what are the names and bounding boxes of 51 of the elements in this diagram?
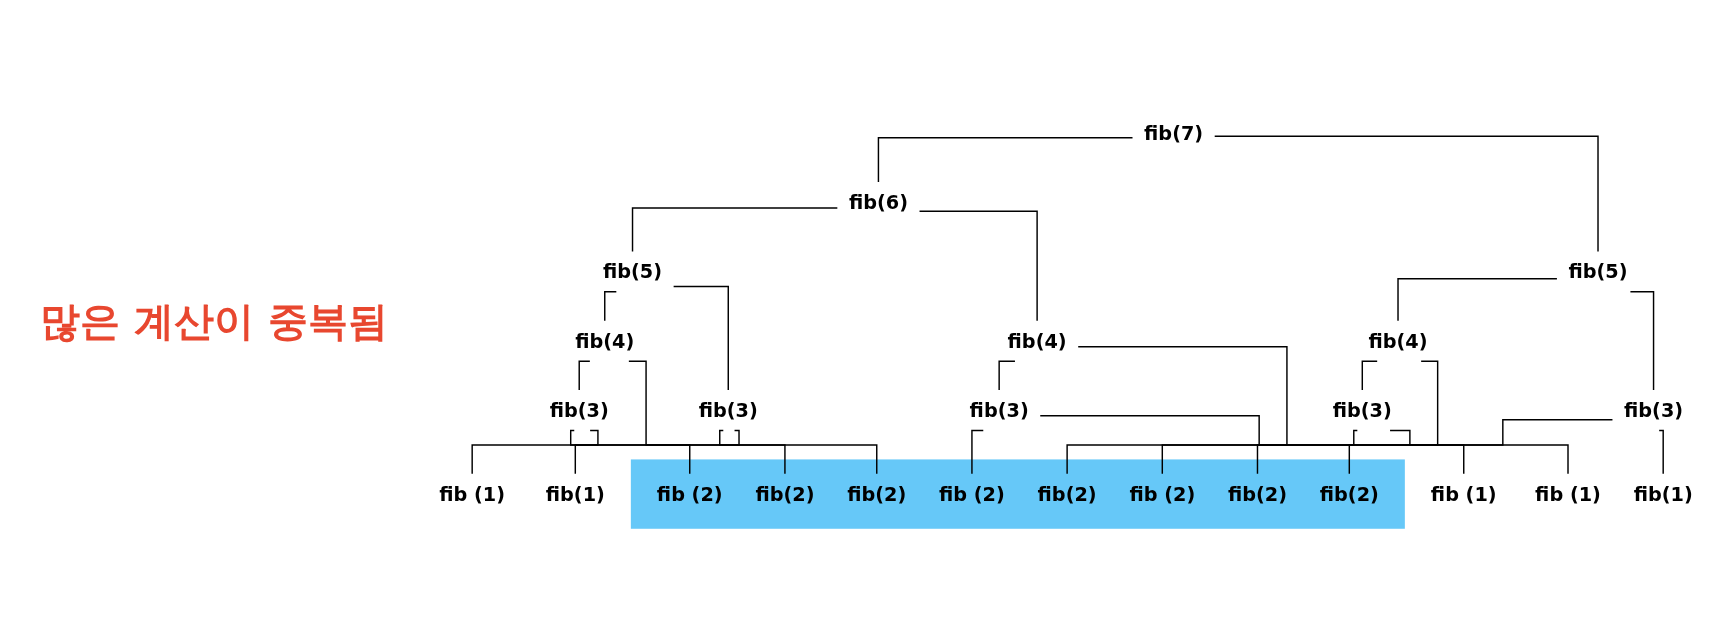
node-text: fib(2): [1319, 482, 1379, 506]
node-text: fib (1): [439, 482, 506, 506]
connector: [1629, 291, 1655, 392]
node-text: fib(2): [755, 482, 815, 506]
node-text: fib(1): [1633, 482, 1693, 506]
connector: [1161, 430, 1359, 475]
node-text: fib(2): [1037, 482, 1097, 506]
node-text: fib(2): [1227, 482, 1288, 506]
connector: [1389, 430, 1569, 475]
connector: [918, 210, 1038, 322]
node-text: fib (2): [656, 482, 723, 506]
node-text: fib(7): [1144, 121, 1204, 145]
connector: [628, 360, 786, 475]
node-text: fib (1): [1535, 482, 1601, 506]
connector: [1214, 135, 1599, 253]
connector: [1256, 360, 1439, 475]
node-text: fib(4): [575, 329, 635, 353]
node-text: fib(6): [848, 190, 908, 215]
connector: [1066, 346, 1288, 475]
connector: [578, 360, 591, 392]
node-text: fib(5): [1568, 260, 1628, 284]
connector: [604, 291, 618, 322]
connector: [570, 430, 691, 475]
connector: [1348, 419, 1614, 475]
note-text: 많은 계산이 중복됨: [40, 296, 388, 346]
connector: [998, 360, 1016, 392]
node-text: fib(3): [969, 399, 1029, 423]
node-text: fib(5): [602, 260, 663, 284]
node-text: fib(3): [1332, 399, 1392, 423]
node-text: fib(2): [847, 482, 907, 506]
connector: [719, 430, 878, 475]
cluster: [630, 459, 1405, 530]
connector: [631, 207, 839, 253]
connector: [1397, 278, 1558, 322]
connector: [574, 430, 740, 475]
node-text: fib (2): [1129, 482, 1196, 506]
node-text: fib(3): [698, 399, 758, 423]
node-text: fib(3): [549, 399, 609, 423]
node-text: fib(4): [1007, 329, 1067, 353]
connector: [1361, 360, 1378, 392]
connector: [971, 430, 984, 475]
connector: [877, 137, 1134, 184]
connector: [1658, 430, 1664, 475]
connector: [471, 430, 599, 475]
node-text: fib(3): [1624, 399, 1684, 423]
node-text: fib (2): [939, 482, 1005, 506]
connector: [1039, 415, 1465, 475]
node-text: fib(4): [1368, 329, 1428, 353]
connector: [672, 286, 729, 392]
node-text: fib (1): [1430, 482, 1497, 506]
node-text: fib(1): [545, 482, 605, 506]
